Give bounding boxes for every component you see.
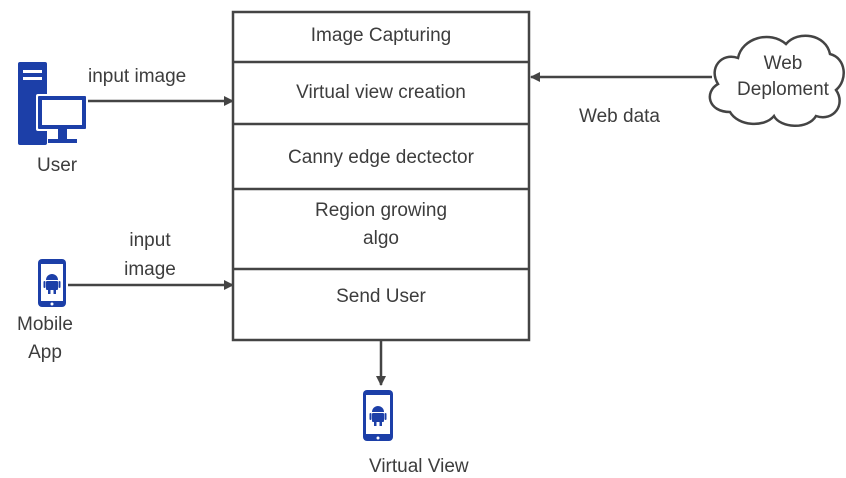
web-edge-label: Web data: [579, 106, 660, 127]
step-region-growing-line2: algo: [363, 228, 399, 249]
process-box: [231, 10, 531, 342]
step-send-user: Send User: [336, 286, 426, 307]
mobile-app-label-line2: App: [28, 342, 62, 363]
output-label: Virtual View: [369, 456, 469, 477]
mobile-edge-label-line2: image: [124, 259, 176, 280]
android-phone-icon: [38, 259, 66, 307]
mobile-edge-label-line1: input: [129, 230, 171, 251]
web-cloud-label-line2: Deploment: [737, 79, 829, 100]
web-cloud-label-line1: Web: [763, 53, 803, 74]
step-region-growing-line1: Region growing: [314, 200, 448, 221]
desktop-computer-icon: [18, 62, 88, 145]
user-edge-label: input image: [88, 66, 187, 87]
cloud-shape: [708, 34, 845, 127]
mobile-app-label-line1: Mobile: [17, 314, 73, 335]
user-label: User: [37, 155, 78, 176]
step-canny-edge-detector: Canny edge dectector: [288, 147, 474, 168]
step-image-capturing: Image Capturing: [310, 25, 452, 46]
android-phone-icon: [363, 390, 393, 441]
step-virtual-view-creation: Virtual view creation: [296, 82, 466, 103]
